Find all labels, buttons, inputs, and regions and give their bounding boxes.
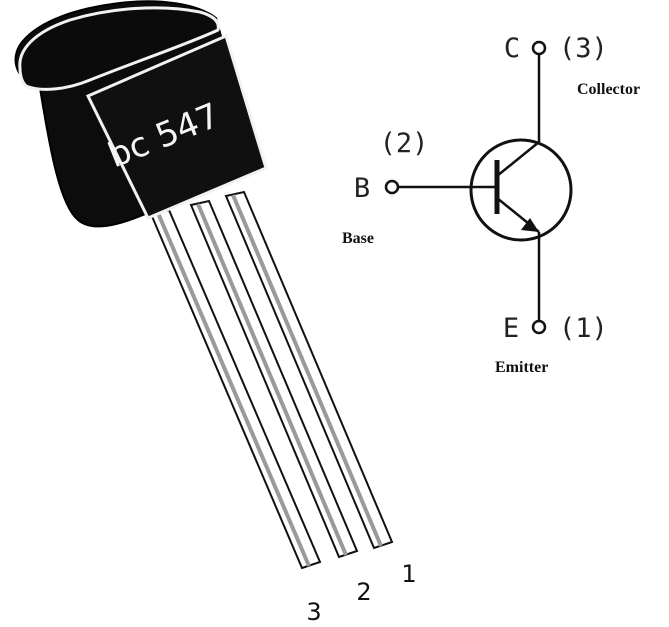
emitter-arrow-icon — [521, 218, 539, 232]
package-flat-face — [85, 33, 268, 220]
collector-terminal — [531, 40, 547, 56]
transistor-envelope-circle — [469, 138, 573, 242]
collector-pin-number: (3) — [559, 33, 608, 64]
package-top-cap — [18, 6, 220, 91]
lead-1 — [224, 190, 394, 550]
base-pin-number: (2) — [380, 128, 429, 159]
pin-number-2: 2 — [356, 578, 371, 606]
emitter-terminal — [531, 319, 547, 335]
base-name-label: Base — [342, 230, 374, 247]
base-terminal — [384, 179, 400, 195]
emitter-letter: E — [503, 313, 519, 344]
npn-schematic-symbol: C (3) Collector (2) B Base E (1) Emitter — [342, 33, 640, 376]
pin-number-1: 1 — [401, 560, 416, 588]
lead-2 — [189, 199, 359, 559]
pin-number-3: 3 — [306, 598, 321, 626]
emitter-name-label: Emitter — [495, 359, 548, 376]
base-letter: B — [354, 173, 370, 204]
emitter-pin-number: (1) — [559, 313, 608, 344]
collector-diagonal — [496, 141, 540, 177]
collector-name-label: Collector — [577, 81, 640, 98]
collector-letter: C — [504, 33, 520, 64]
transistor-package: bc 547 3 2 1 — [14, 0, 417, 626]
